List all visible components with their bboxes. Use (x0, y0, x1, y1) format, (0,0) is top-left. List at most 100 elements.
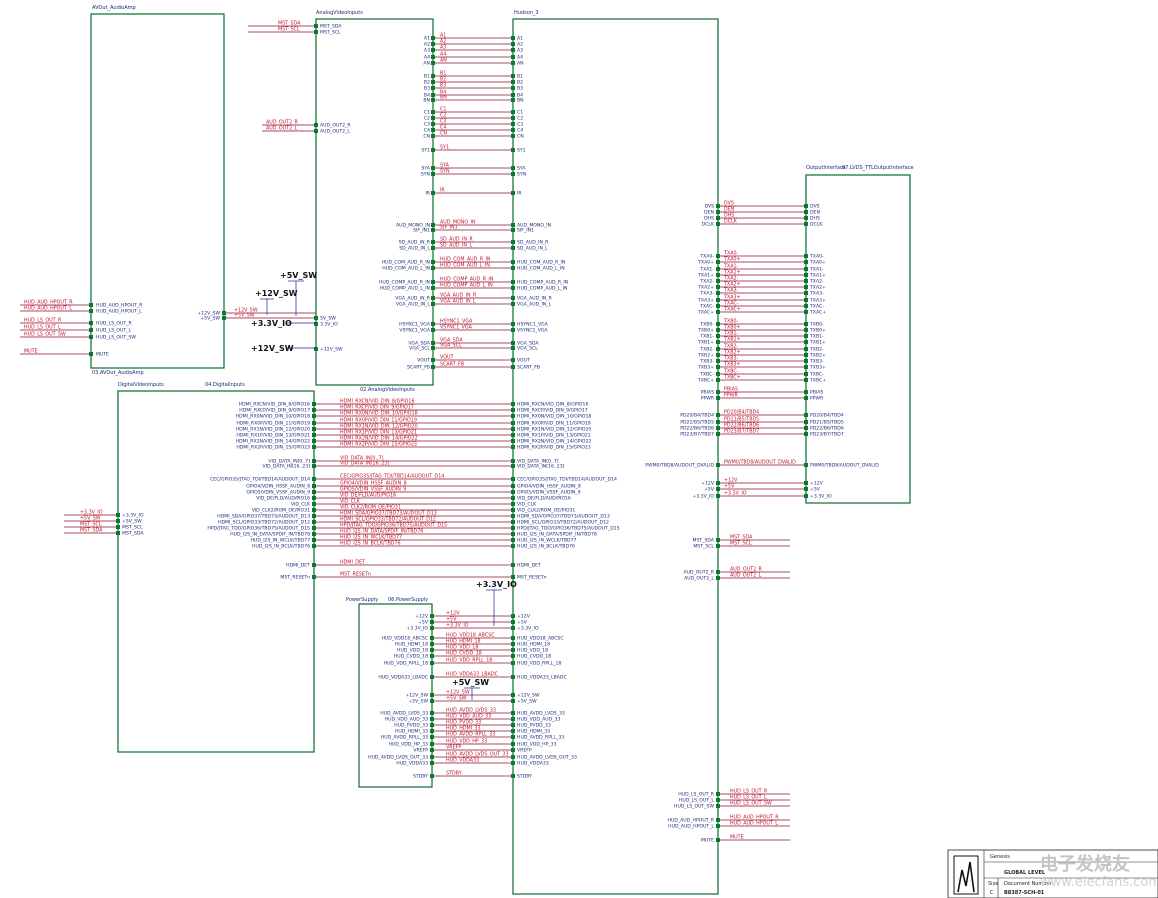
analog-right-port[interactable] (431, 346, 435, 350)
analog-right-port[interactable] (431, 296, 435, 300)
hudson-right-port[interactable] (716, 792, 720, 796)
hudson-left-port[interactable] (511, 723, 515, 727)
digital-right-port[interactable] (312, 408, 316, 412)
analog-power-port[interactable] (314, 322, 318, 326)
analog-right-port[interactable] (431, 48, 435, 52)
hudson-right-port[interactable] (716, 340, 720, 344)
hudson-right-port[interactable] (716, 291, 720, 295)
hudson-right-port[interactable] (716, 420, 720, 424)
output-port[interactable] (804, 298, 808, 302)
hudson-right-port[interactable] (716, 396, 720, 400)
hudson-left-port[interactable] (511, 459, 515, 463)
analog-port[interactable] (314, 24, 318, 28)
power-right-port[interactable] (430, 675, 434, 679)
analog-port[interactable] (314, 123, 318, 127)
hudson-left-port[interactable] (511, 191, 515, 195)
hudson-right-port[interactable] (716, 576, 720, 580)
hudson-left-port[interactable] (511, 266, 515, 270)
hudson-right-port[interactable] (716, 378, 720, 382)
power-right-port[interactable] (430, 717, 434, 721)
analog-power-port[interactable] (314, 347, 318, 351)
hudson-right-port[interactable] (716, 570, 720, 574)
sheet-hudson[interactable] (512, 18, 719, 895)
hudson-right-port[interactable] (716, 538, 720, 542)
hudson-right-port[interactable] (716, 413, 720, 417)
analog-right-port[interactable] (431, 42, 435, 46)
analog-right-port[interactable] (431, 358, 435, 362)
digital-right-port[interactable] (312, 484, 316, 488)
analog-right-port[interactable] (431, 110, 435, 114)
hudson-right-port[interactable] (716, 353, 720, 357)
hudson-left-port[interactable] (511, 223, 515, 227)
hudson-right-port[interactable] (716, 328, 720, 332)
digital-right-port[interactable] (312, 477, 316, 481)
digital-right-port[interactable] (312, 544, 316, 548)
hudson-left-port[interactable] (511, 110, 515, 114)
power-right-port[interactable] (430, 636, 434, 640)
analog-right-port[interactable] (431, 223, 435, 227)
hudson-left-port[interactable] (511, 260, 515, 264)
output-port[interactable] (804, 267, 808, 271)
hudson-left-port[interactable] (511, 408, 515, 412)
hudson-right-port[interactable] (716, 204, 720, 208)
digital-right-port[interactable] (312, 508, 316, 512)
hudson-right-port[interactable] (716, 254, 720, 258)
sheet-output-interface[interactable] (805, 174, 911, 504)
hudson-left-port[interactable] (511, 36, 515, 40)
hudson-left-port[interactable] (511, 55, 515, 59)
hudson-right-port[interactable] (716, 334, 720, 338)
hudson-left-port[interactable] (511, 508, 515, 512)
sheet-digital-video-inputs[interactable] (117, 390, 315, 753)
hudson-left-port[interactable] (511, 614, 515, 618)
hudson-left-port[interactable] (511, 365, 515, 369)
hudson-left-port[interactable] (511, 166, 515, 170)
analog-right-port[interactable] (431, 240, 435, 244)
output-port[interactable] (804, 432, 808, 436)
hudson-left-port[interactable] (511, 477, 515, 481)
hudson-left-port[interactable] (511, 544, 515, 548)
output-port[interactable] (804, 254, 808, 258)
analog-right-port[interactable] (431, 260, 435, 264)
hudson-left-port[interactable] (511, 414, 515, 418)
hudson-right-port[interactable] (716, 824, 720, 828)
output-port[interactable] (804, 204, 808, 208)
analog-right-port[interactable] (431, 172, 435, 176)
hudson-left-port[interactable] (511, 654, 515, 658)
hudson-left-port[interactable] (511, 433, 515, 437)
power-right-port[interactable] (430, 693, 434, 697)
analog-right-port[interactable] (431, 148, 435, 152)
analog-port[interactable] (314, 30, 318, 34)
hudson-left-port[interactable] (511, 322, 515, 326)
analog-right-port[interactable] (431, 61, 435, 65)
analog-right-port[interactable] (431, 80, 435, 84)
digital-right-port[interactable] (312, 502, 316, 506)
hudson-right-port[interactable] (716, 279, 720, 283)
digital-left-port[interactable] (116, 513, 120, 517)
hudson-left-port[interactable] (511, 620, 515, 624)
hudson-left-port[interactable] (511, 735, 515, 739)
power-right-port[interactable] (430, 661, 434, 665)
avout-port[interactable] (89, 328, 93, 332)
analog-right-port[interactable] (431, 86, 435, 90)
analog-right-port[interactable] (431, 228, 435, 232)
digital-right-port[interactable] (312, 402, 316, 406)
power-right-port[interactable] (430, 711, 434, 715)
hudson-left-port[interactable] (511, 122, 515, 126)
power-right-port[interactable] (430, 774, 434, 778)
hudson-left-port[interactable] (511, 240, 515, 244)
avout-power-port[interactable] (222, 311, 226, 315)
output-port[interactable] (804, 365, 808, 369)
output-port[interactable] (804, 340, 808, 344)
digital-right-port[interactable] (312, 520, 316, 524)
hudson-left-port[interactable] (511, 172, 515, 176)
digital-right-port[interactable] (312, 414, 316, 418)
analog-right-port[interactable] (431, 74, 435, 78)
hudson-left-port[interactable] (511, 711, 515, 715)
output-port[interactable] (804, 487, 808, 491)
hudson-right-port[interactable] (716, 347, 720, 351)
power-right-port[interactable] (430, 755, 434, 759)
hudson-left-port[interactable] (511, 699, 515, 703)
output-port[interactable] (804, 334, 808, 338)
digital-right-port[interactable] (312, 526, 316, 530)
hudson-left-port[interactable] (511, 93, 515, 97)
